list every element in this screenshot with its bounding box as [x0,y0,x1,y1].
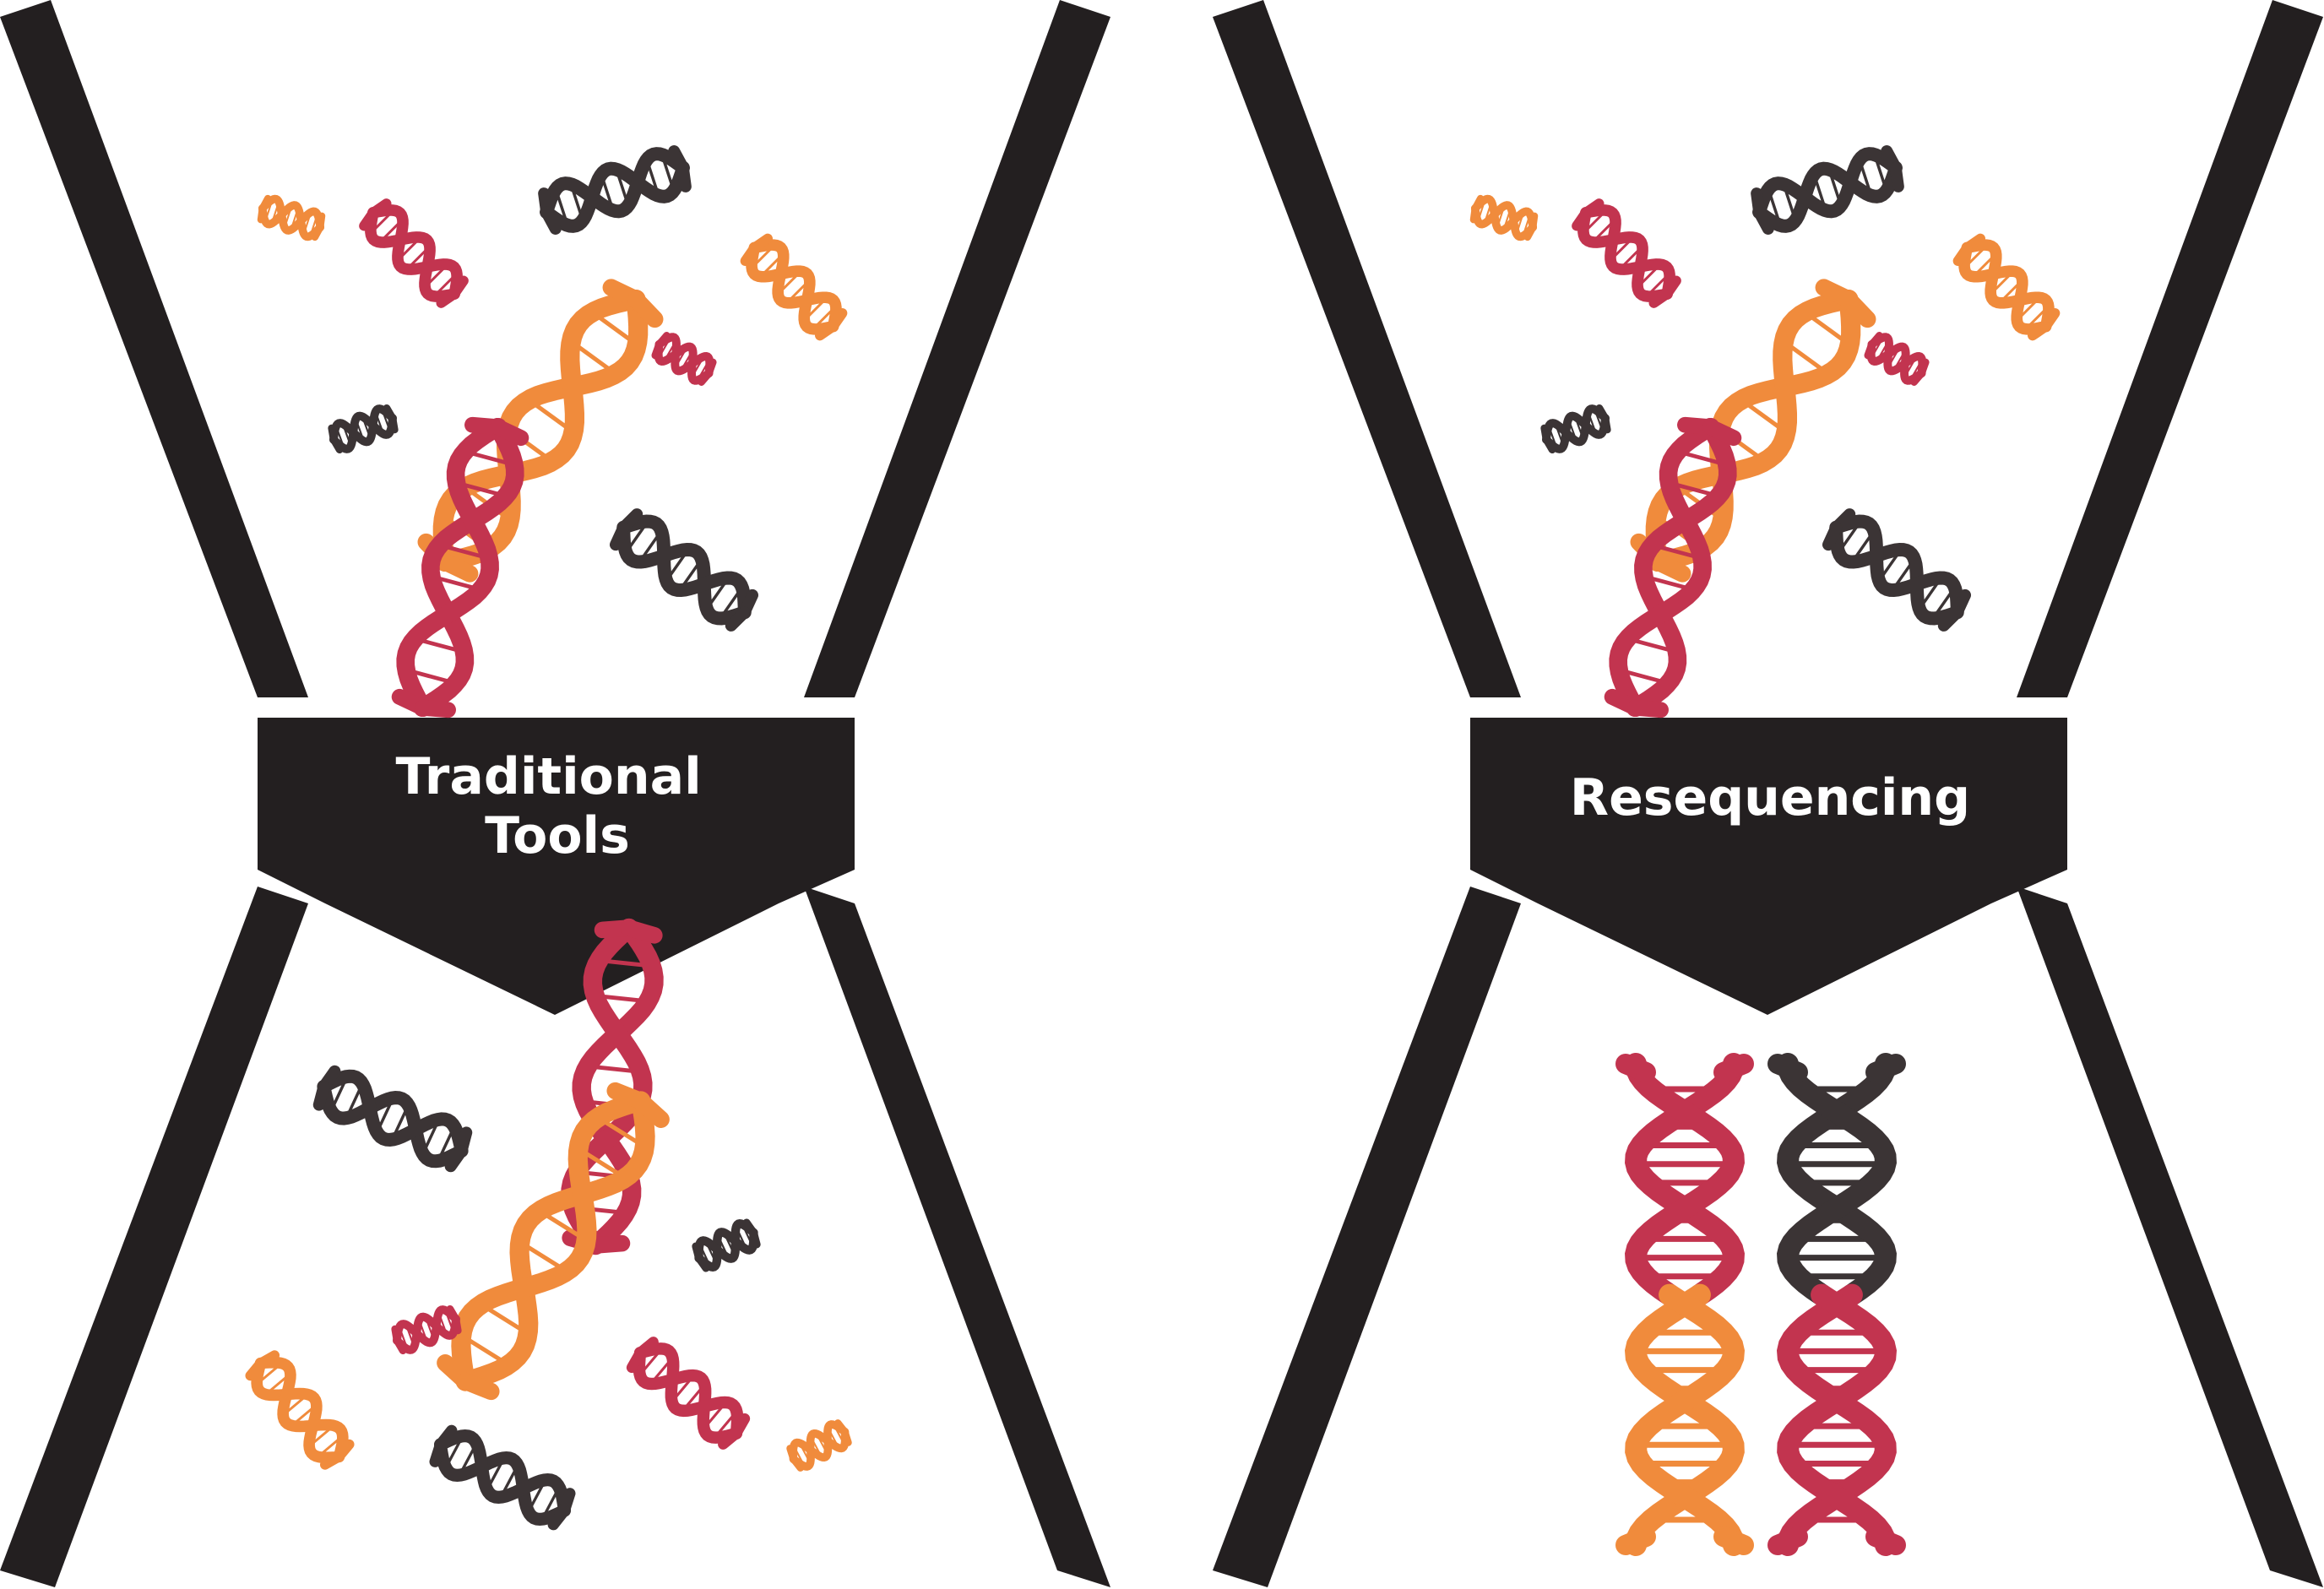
resequencing-panel: Resequencing [1213,0,2323,1587]
traditional-funnel-arm-1 [0,0,308,697]
resequencing-input-helix-8 [1604,416,1742,719]
traditional-input-helix-2 [359,198,469,308]
traditional-output-helix-8 [786,1419,852,1472]
traditional-input-fragments [257,145,848,719]
resequencing-assembled-strand-1 [1615,1053,1754,1556]
traditional-output-helix-4 [692,1218,761,1272]
traditional-tools-panel: Traditional Tools [0,0,1110,1587]
resequencing-label-line-1: Resequencing [1570,768,1970,827]
traditional-input-helix-4 [651,332,717,386]
traditional-output-helix-9 [429,1424,576,1531]
resequencing-input-helix-2 [1572,198,1681,308]
resequencing-label: Resequencing [1570,768,1970,827]
resequencing-assembled-strands [1615,1053,1906,1556]
resequencing-funnel-box [1470,718,2067,1015]
resequencing-funnel-arm-1 [1213,0,1521,697]
resequencing-funnel-arm-2 [2017,0,2323,697]
traditional-funnel-arm-2 [804,0,1110,697]
traditional-output-helix-1 [312,1065,473,1173]
traditional-label-line-2: Tools [485,806,630,865]
resequencing-funnel-frame [1213,0,2323,1587]
resequencing-input-fragments [1469,145,2061,719]
resequencing-input-helix-6 [1540,404,1611,454]
traditional-output-helix-5 [391,1304,462,1355]
traditional-output-helix-7 [626,1337,751,1450]
traditional-input-helix-9 [609,508,759,632]
traditional-input-helix-3 [538,145,692,235]
traditional-output-helix-3 [437,1082,670,1401]
traditional-input-helix-1 [257,194,326,241]
resequencing-assembled-strand-2 [1767,1053,1906,1556]
resequencing-funnel-arm-3 [1213,887,1521,1587]
resequencing-input-helix-9 [1822,508,1972,632]
resequencing-input-helix-4 [1864,332,1930,386]
traditional-tools-label: Traditional Tools [395,747,719,865]
traditional-label-line-1: Traditional [395,747,701,806]
traditional-input-helix-5 [740,233,848,341]
traditional-funnel-box [258,718,855,1015]
traditional-funnel-arm-4 [804,887,1110,1587]
resequencing-input-helix-1 [1469,194,1539,241]
traditional-funnel-frame [0,0,1110,1587]
resequencing-input-helix-3 [1751,145,1904,235]
traditional-funnel-arm-3 [0,887,308,1587]
resequencing-input-helix-5 [1952,233,2061,341]
resequencing-funnel-arm-4 [2017,887,2323,1587]
traditional-input-helix-6 [328,404,399,454]
traditional-output-fragments [245,918,852,1531]
traditional-input-helix-8 [391,416,529,719]
traditional-output-helix-6 [245,1350,355,1470]
